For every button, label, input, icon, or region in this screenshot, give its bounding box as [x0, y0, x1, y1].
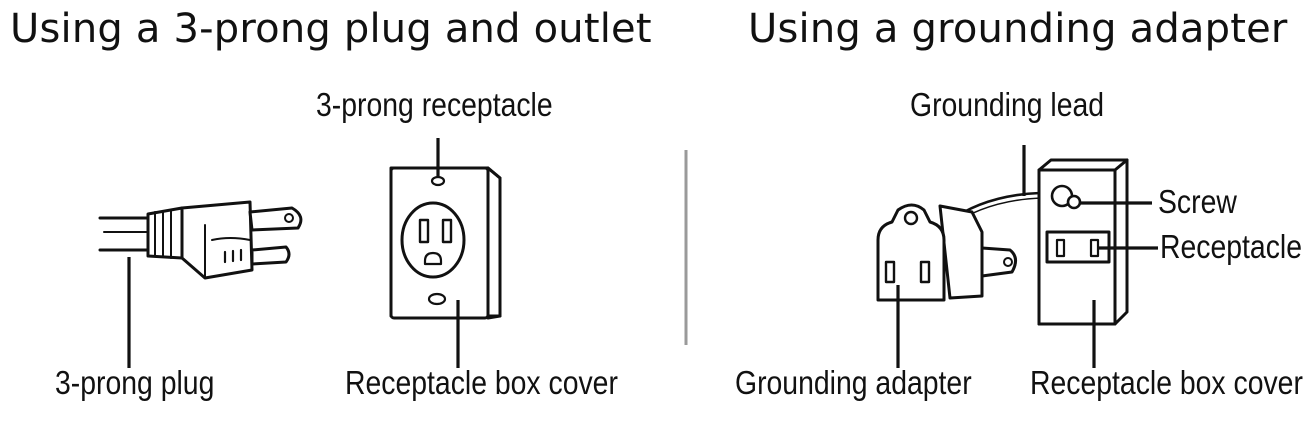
- 3-prong-receptacle-illustration: [389, 166, 502, 320]
- label-screw: Screw: [1158, 183, 1237, 220]
- label-3-prong-receptacle: 3-prong receptacle: [316, 86, 553, 123]
- receptacle-box-illustration: [1037, 158, 1129, 326]
- right-panel-title: Using a grounding adapter: [748, 6, 1288, 52]
- left-panel-title: Using a 3-prong plug and outlet: [10, 6, 652, 52]
- label-grounding-lead: Grounding lead: [910, 86, 1105, 123]
- label-receptacle-box-cover-right: Receptacle box cover: [1030, 364, 1303, 401]
- grounding-adapter-illustration: [876, 191, 1042, 302]
- label-3-prong-plug: 3-prong plug: [55, 364, 215, 401]
- label-receptacle: Receptacle: [1160, 228, 1302, 265]
- label-receptacle-box-cover-left: Receptacle box cover: [345, 364, 618, 401]
- 3-prong-plug-illustration: [98, 200, 303, 280]
- label-grounding-adapter: Grounding adapter: [735, 364, 972, 401]
